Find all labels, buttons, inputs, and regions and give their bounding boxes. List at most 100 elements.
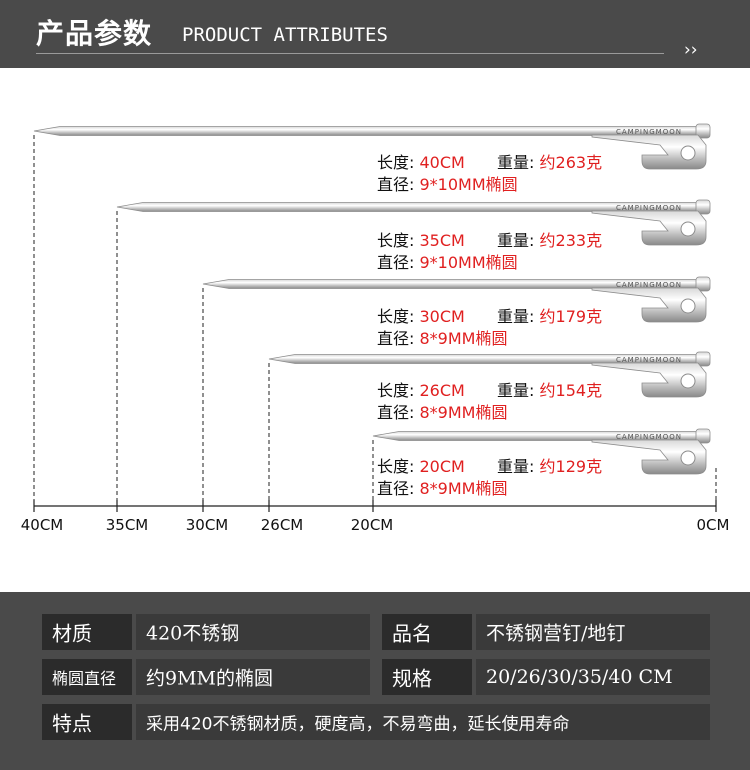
stake-spec-40: 长度: 40CM 重量: 约263克 直径: 9*10MM椭圆 xyxy=(377,152,602,196)
header-divider xyxy=(36,53,664,54)
ruler-tick-26: 26CM xyxy=(260,516,304,534)
diameter-row: 直径: 8*9MM椭圆 xyxy=(377,328,602,350)
stake-hole xyxy=(680,298,696,314)
stake-head xyxy=(695,123,711,139)
stake-spec-20: 长度: 20CM 重量: 约129克 直径: 8*9MM椭圆 xyxy=(377,456,602,500)
feature-value-cell: 采用420不锈钢材质，硬度高，不易弯曲，延长使用寿命 xyxy=(136,704,710,740)
stake-brand-text: CAMPINGMOON xyxy=(616,356,682,364)
material-value: 420不锈钢 xyxy=(146,622,240,645)
stake-brand-text: CAMPINGMOON xyxy=(616,128,682,136)
stake-hole xyxy=(680,373,696,389)
diameter-label: 椭圆直径 xyxy=(52,669,117,688)
stake-0: CAMPINGMOON xyxy=(33,123,711,170)
diameter-label: 直径: xyxy=(377,403,415,422)
length-value: 40CM xyxy=(419,153,465,172)
weight-label: 重量: xyxy=(497,457,535,476)
stake-hole xyxy=(680,450,696,466)
stake-hole xyxy=(680,221,696,237)
length-value: 26CM xyxy=(419,381,465,400)
weight-value: 约233克 xyxy=(539,231,603,250)
header-bar: 产品参数 PRODUCT ATTRIBUTES ›› xyxy=(0,0,750,68)
stakes-group: CAMPINGMOON CAMPINGMOON CAMPINGMOON CAMPING… xyxy=(33,123,711,475)
diameter-value: 8*9MM椭圆 xyxy=(419,329,508,348)
name-value: 不锈钢营钉/地钉 xyxy=(486,622,626,645)
diameter-row: 直径: 8*9MM椭圆 xyxy=(377,402,602,424)
weight-label: 重量: xyxy=(497,381,535,400)
name-label: 品名 xyxy=(392,621,432,646)
length-weight-row: 长度: 40CM 重量: 约263克 xyxy=(377,152,602,174)
spec-value-cell: 20/26/30/35/40 CM xyxy=(476,659,710,695)
length-label: 长度: xyxy=(377,307,415,326)
ruler-tick-20: 20CM xyxy=(350,516,394,534)
spec-label: 规格 xyxy=(392,666,432,691)
diameter-row: 直径: 9*10MM椭圆 xyxy=(377,252,602,274)
length-weight-row: 长度: 26CM 重量: 约154克 xyxy=(377,380,602,402)
length-value: 30CM xyxy=(419,307,465,326)
stake-2: CAMPINGMOON xyxy=(202,276,711,323)
stake-brand-text: CAMPINGMOON xyxy=(616,204,682,212)
stake-hook-plate xyxy=(591,362,707,398)
stakes-diagram: CAMPINGMOON CAMPINGMOON CAMPINGMOON CAMPING… xyxy=(0,68,750,558)
stake-brand-text: CAMPINGMOON xyxy=(616,281,682,289)
stake-1: CAMPINGMOON xyxy=(116,199,711,246)
stake-spec-26: 长度: 26CM 重量: 约154克 直径: 8*9MM椭圆 xyxy=(377,380,602,424)
length-label: 长度: xyxy=(377,457,415,476)
weight-value: 约154克 xyxy=(539,381,603,400)
stake-hook-plate xyxy=(591,210,707,246)
feature-label-cell: 特点 xyxy=(42,704,132,740)
title-cn: 产品参数 xyxy=(36,17,153,50)
diameter-value-cell: 约9MM的椭圆 xyxy=(136,659,370,695)
diameter-value: 8*9MM椭圆 xyxy=(419,479,508,498)
stake-head xyxy=(695,199,711,215)
weight-value: 约263克 xyxy=(539,153,603,172)
title-en: PRODUCT ATTRIBUTES xyxy=(182,24,388,46)
diameter-row: 直径: 8*9MM椭圆 xyxy=(377,478,602,500)
diameter-value: 8*9MM椭圆 xyxy=(419,403,508,422)
double-chevron-right-icon: ›› xyxy=(684,40,698,60)
diameter-value: 9*10MM椭圆 xyxy=(419,253,518,272)
ruler-tick-35: 35CM xyxy=(105,516,149,534)
stake-4: CAMPINGMOON xyxy=(372,428,711,475)
stake-hole xyxy=(680,145,696,161)
diameter-label: 直径: xyxy=(377,175,415,194)
diameter-label: 直径: xyxy=(377,253,415,272)
material-label-cell: 材质 xyxy=(42,614,132,650)
spec-label-cell: 规格 xyxy=(382,659,472,695)
length-weight-row: 长度: 35CM 重量: 约233克 xyxy=(377,230,602,252)
stake-hook-plate xyxy=(591,287,707,323)
feature-value: 采用420不锈钢材质，硬度高，不易弯曲，延长使用寿命 xyxy=(146,714,570,735)
stake-spec-35: 长度: 35CM 重量: 约233克 直径: 9*10MM椭圆 xyxy=(377,230,602,274)
weight-label: 重量: xyxy=(497,307,535,326)
guide-lines xyxy=(33,135,717,512)
stake-head xyxy=(695,351,711,367)
stake-hook-plate xyxy=(591,439,707,475)
stake-shaft xyxy=(116,202,699,212)
weight-value: 约179克 xyxy=(539,307,603,326)
diameter-label: 直径: xyxy=(377,479,415,498)
length-label: 长度: xyxy=(377,381,415,400)
ruler-tick-40: 40CM xyxy=(20,516,64,534)
name-value-cell: 不锈钢营钉/地钉 xyxy=(476,614,710,650)
stake-head xyxy=(695,276,711,292)
length-label: 长度: xyxy=(377,153,415,172)
weight-label: 重量: xyxy=(497,153,535,172)
weight-label: 重量: xyxy=(497,231,535,250)
diameter-label: 直径: xyxy=(377,329,415,348)
stake-shaft xyxy=(33,126,699,136)
weight-value: 约129克 xyxy=(539,457,603,476)
length-label: 长度: xyxy=(377,231,415,250)
length-weight-row: 长度: 20CM 重量: 约129克 xyxy=(377,456,602,478)
length-value: 35CM xyxy=(419,231,465,250)
spec-value: 20/26/30/35/40 CM xyxy=(486,666,673,688)
diameter-value: 约9MM的椭圆 xyxy=(146,667,273,690)
ruler-tick-30: 30CM xyxy=(185,516,229,534)
stake-brand-text: CAMPINGMOON xyxy=(616,433,682,441)
ruler-tick-0: 0CM xyxy=(696,516,730,534)
stake-3: CAMPINGMOON xyxy=(268,351,711,398)
attributes-table: 材质 420不锈钢 品名 不锈钢营钉/地钉 椭圆直径 约9MM的椭圆 规格 20… xyxy=(0,592,750,770)
diameter-label-cell: 椭圆直径 xyxy=(42,659,132,695)
material-value-cell: 420不锈钢 xyxy=(136,614,370,650)
stake-hook-plate xyxy=(591,134,707,170)
length-weight-row: 长度: 30CM 重量: 约179克 xyxy=(377,306,602,328)
feature-label: 特点 xyxy=(52,711,92,736)
